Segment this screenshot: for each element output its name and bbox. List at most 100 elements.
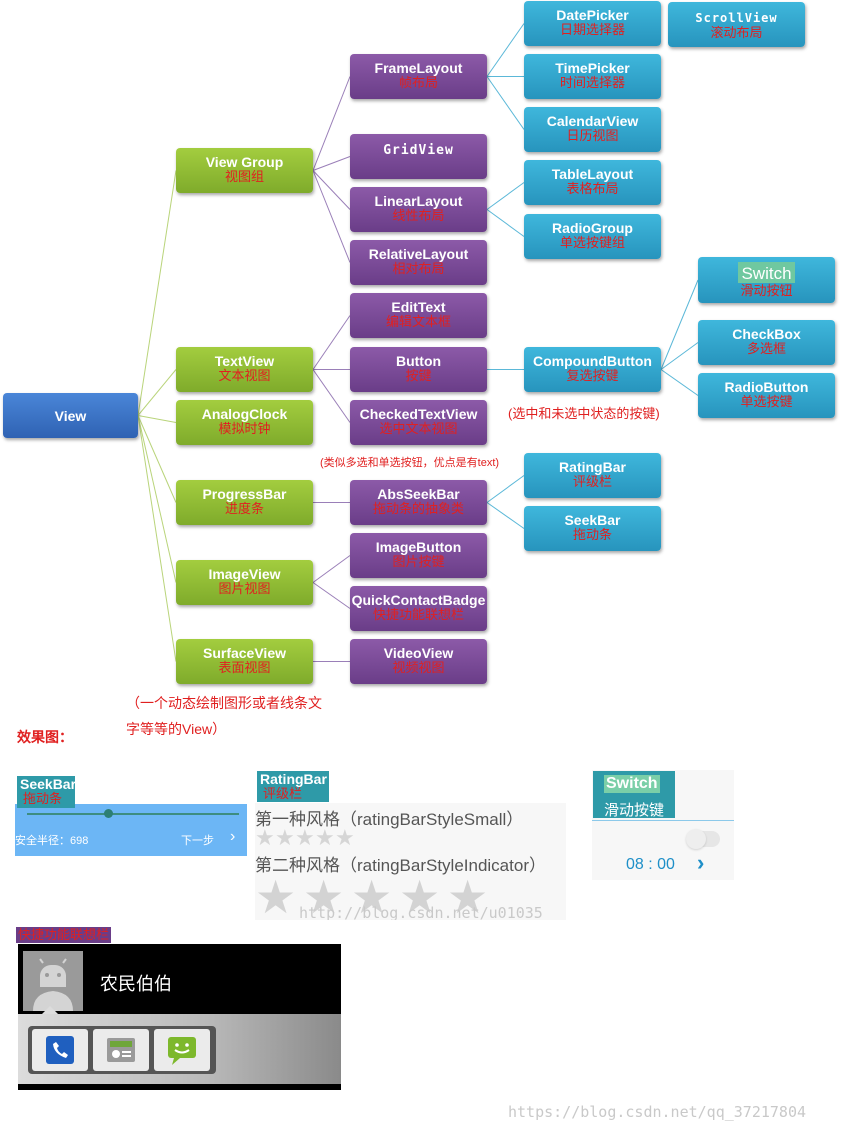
node-videoview-cn: 视频视图	[392, 660, 445, 675]
node-gridview: GridView	[350, 134, 487, 179]
connector-viewgroup-linearlayout	[312, 170, 351, 210]
node-radiogroup: RadioGroup 单选按键组	[524, 214, 661, 259]
rating-star-icon: ★	[303, 871, 345, 920]
node-datepicker-en: DatePicker	[556, 7, 629, 23]
node-checkbox: CheckBox 多选框	[698, 320, 835, 365]
connector-absseekbar-seekbar	[486, 502, 525, 529]
seekbar-demo: 安全半径：698 下一步 ›	[15, 804, 247, 856]
switch-toggle[interactable]	[686, 829, 720, 849]
connector-framelayout-calendarview	[486, 76, 525, 130]
node-checkbox-cn: 多选框	[746, 341, 786, 356]
connector-root-textview	[137, 369, 177, 416]
android-avatar-icon	[33, 958, 73, 1011]
node-viewgroup: View Group 视图组	[176, 148, 313, 193]
node-relativelayout: RelativeLayout 相对布局	[350, 240, 487, 285]
qcb-message-button[interactable]	[154, 1029, 210, 1071]
connector-linearlayout-tablelayout	[486, 182, 525, 210]
node-checkedtextview: CheckedTextView 选中文本视图	[350, 400, 487, 445]
node-surfaceview-cn: 表面视图	[218, 660, 271, 675]
node-progressbar: ProgressBar 进度条	[176, 480, 313, 525]
node-textview-en: TextView	[214, 353, 275, 369]
connector-absseekbar-ratingbar	[486, 475, 525, 503]
connector-viewgroup-framelayout	[312, 76, 351, 171]
node-seekbar-cn: 拖动条	[572, 527, 612, 542]
switch-chevron-icon[interactable]: ›	[697, 850, 705, 875]
effects-title: 效果图：	[17, 729, 73, 745]
node-textview-cn: 文本视图	[218, 368, 271, 383]
connector-imageview-imagebutton	[312, 555, 351, 583]
connector-textview-edittext	[312, 315, 351, 370]
node-compoundbutton: CompoundButton 复选按键	[524, 347, 661, 392]
seekbar-track[interactable]	[27, 813, 239, 815]
ratingbar-style1-text: 第一种风格（ratingBarStyleSmall）	[255, 810, 524, 829]
qcb-popup	[18, 1006, 341, 1084]
node-checkbox-en: CheckBox	[732, 326, 801, 342]
connector-viewgroup-relativelayout	[312, 170, 351, 263]
qcb-demo-label: 快捷功能联想栏	[16, 927, 112, 943]
connector-framelayout-datepicker	[486, 23, 525, 77]
node-view-label: View	[54, 408, 87, 424]
qcb-avatar[interactable]	[23, 951, 83, 1011]
node-analogclock-cn: 模拟时钟	[218, 421, 271, 436]
ratingbar-watermark: http://blog.csdn.net/u01035	[299, 904, 543, 920]
node-checkedtextview-en: CheckedTextView	[359, 406, 478, 422]
qcb-action-bar	[28, 1026, 216, 1074]
seekbar-demo-label-en: SeekBar	[20, 776, 77, 792]
rating-star-icon: ★	[295, 825, 315, 850]
node-edittext-en: EditText	[391, 299, 446, 315]
switch-demo-divider	[592, 820, 734, 821]
seekbar-chevron-icon[interactable]: ›	[230, 828, 236, 845]
node-timepicker-en: TimePicker	[555, 60, 630, 76]
node-imagebutton-cn: 图片按键	[392, 554, 445, 569]
ratingbar-small[interactable]: ★★★★★	[255, 827, 375, 851]
seekbar-next-text[interactable]: 下一步	[181, 835, 214, 847]
seekbar-thumb[interactable]	[103, 809, 113, 818]
node-videoview-en: VideoView	[383, 645, 454, 661]
node-datepicker-cn: 日期选择器	[559, 22, 625, 37]
rating-star-icon: ★	[335, 825, 355, 850]
node-datepicker: DatePicker 日期选择器	[524, 1, 661, 46]
node-timepicker: TimePicker 时间选择器	[524, 54, 661, 99]
node-relativelayout-cn: 相对布局	[392, 261, 445, 276]
qcb-phone-button[interactable]	[32, 1029, 88, 1071]
node-ratingbar-cn: 评级栏	[572, 474, 612, 489]
seekbar-left-text: 安全半径：698	[15, 835, 89, 847]
node-textview: TextView 文本视图	[176, 347, 313, 392]
node-absseekbar-en: AbsSeekBar	[377, 486, 460, 502]
node-seekbar: SeekBar 拖动条	[524, 506, 661, 551]
qcb-contact-name: 农民伯伯	[100, 974, 172, 994]
node-progressbar-cn: 进度条	[224, 501, 264, 516]
connector-root-analogclock	[137, 415, 177, 423]
node-imageview: ImageView 图片视图	[176, 560, 313, 605]
node-surfaceview-en: SurfaceView	[202, 645, 286, 661]
node-linearlayout-en: LinearLayout	[374, 193, 463, 209]
node-switch: Switch 滑动按钮	[698, 257, 835, 303]
seekbar-demo-label: SeekBar 拖动条	[17, 776, 77, 808]
rating-star-icon: ★	[255, 871, 297, 920]
connector-root-viewgroup	[137, 170, 177, 416]
connector-textview-checkedtextview	[312, 369, 351, 423]
node-timepicker-cn: 时间选择器	[559, 75, 625, 90]
node-compoundbutton-cn: 复选按键	[566, 368, 619, 383]
switch-time-text[interactable]: 08 : 00	[626, 856, 675, 873]
qcb-contact-card-button[interactable]	[93, 1029, 149, 1071]
node-edittext: EditText 编辑文本框	[350, 293, 487, 338]
node-videoview: VideoView 视频视图	[350, 639, 487, 684]
qcb-popup-pointer	[42, 1006, 58, 1014]
node-imageview-cn: 图片视图	[218, 581, 271, 596]
connector-compoundbutton-checkbox	[660, 342, 699, 370]
connector-compoundbutton-switch	[660, 279, 699, 370]
phone-icon	[46, 1036, 74, 1064]
ratingbar-style2-text: 第二种风格（ratingBarStyleIndicator）	[255, 856, 546, 875]
node-gridview-en: GridView	[383, 143, 454, 158]
node-switch-cn: 滑动按钮	[740, 283, 793, 298]
node-scrollview: ScrollView 滚动布局	[668, 2, 805, 47]
connector-compoundbutton-radiobutton	[660, 369, 699, 396]
node-seekbar-en: SeekBar	[564, 512, 621, 528]
note-compoundbutton: (选中和未选中状态的按键)	[508, 406, 660, 421]
node-switch-en: Switch	[738, 262, 795, 283]
note-checkedtextview: (类似多选和单选按钮，优点是有text)	[320, 457, 500, 469]
note-surfaceview: （一个动态绘制图形或者线条文 字等等的View）	[126, 690, 322, 742]
switch-demo: Switch 滑动按键 08 : 00 ›	[592, 770, 734, 880]
node-radiobutton-cn: 单选按键	[740, 394, 793, 409]
